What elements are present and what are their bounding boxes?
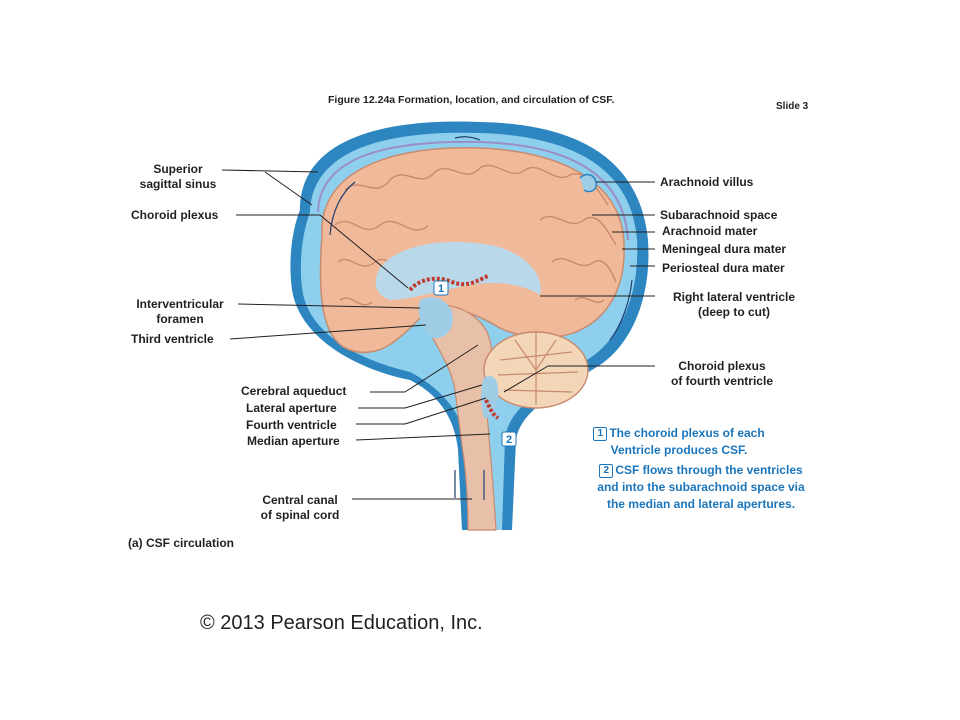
label-cerebral-aqueduct: Cerebral aqueduct — [241, 384, 347, 398]
diagram-marker-1: 1 — [433, 280, 449, 296]
label-choroid-plexus-fourth-ventricle: Choroid plexus of fourth ventricle — [656, 359, 788, 389]
step-1-line-1: The choroid plexus of each — [609, 426, 765, 440]
label-superior-sagittal-sinus-line-1: Superior — [153, 162, 203, 176]
step-1-line-2: Ventricle produces CSF. — [610, 443, 748, 457]
figure-caption: Figure 12.24a Formation, location, and c… — [328, 94, 614, 106]
label-right-lateral-ventricle-line-2: (deep to cut) — [698, 305, 770, 319]
choroid-plexus-fourth — [484, 399, 500, 420]
leader-lines — [221, 169, 655, 500]
label-third-ventricle: Third ventricle — [131, 332, 214, 346]
label-lateral-aperture: Lateral aperture — [246, 401, 337, 415]
label-choroid-plexus-fourth-line-2: of fourth ventricle — [670, 374, 773, 388]
step-2-badge: 2 — [599, 464, 614, 478]
copyright-notice: © 2013 Pearson Education, Inc. — [200, 612, 483, 634]
label-fourth-ventricle: Fourth ventricle — [246, 418, 337, 432]
figure-title: Formation, location, and circulation of … — [398, 94, 615, 106]
label-right-lateral-ventricle: Right lateral ventricle (deep to cut) — [656, 290, 812, 320]
brainstem — [419, 304, 497, 531]
label-interventricular-foramen: Interventricular foramen — [128, 297, 232, 327]
label-periosteal-dura-mater: Periosteal dura mater — [662, 261, 785, 275]
third-ventricle — [418, 297, 453, 339]
fourth-ventricle — [481, 376, 499, 419]
label-right-lateral-ventricle-line-1: Right lateral ventricle — [672, 290, 796, 304]
label-central-canal-line-2: of spinal cord — [260, 508, 340, 522]
lateral-ventricle — [375, 241, 541, 300]
label-superior-sagittal-sinus-line-2: sagittal sinus — [139, 177, 217, 191]
label-choroid-plexus: Choroid plexus — [131, 208, 219, 222]
label-interventricular-foramen-line-1: Interventricular — [136, 297, 224, 311]
cerebellum-folia — [497, 332, 579, 405]
step-2-line-1: CSF flows through the ventricles — [615, 463, 803, 477]
label-interventricular-foramen-line-2: foramen — [156, 312, 204, 326]
step-1-badge: 1 — [593, 427, 608, 441]
choroid-plexus-lateral — [408, 274, 489, 292]
step-2-line-3: the median and lateral apertures. — [606, 497, 796, 511]
label-meningeal-dura-mater: Meningeal dura mater — [662, 242, 787, 256]
gyri-texture — [334, 164, 617, 306]
panel-label: (a) CSF circulation — [128, 536, 235, 550]
slide-label: Slide 3 — [776, 101, 809, 112]
arachnoid-mater-line — [317, 140, 629, 241]
step-2-line-2: and into the subarachnoid space via — [597, 480, 805, 494]
label-central-canal: Central canal of spinal cord — [250, 493, 350, 523]
label-central-canal-line-1: Central canal — [262, 493, 338, 507]
label-median-aperture: Median aperture — [247, 434, 340, 448]
label-choroid-plexus-fourth-line-1: Choroid plexus — [678, 359, 766, 373]
diagram-marker-2-text: 2 — [506, 434, 512, 446]
csf-flow-arrows — [329, 136, 633, 500]
label-superior-sagittal-sinus: Superior sagittal sinus — [130, 162, 226, 192]
diagram-marker-1-text: 1 — [438, 283, 444, 295]
label-arachnoid-mater: Arachnoid mater — [662, 224, 758, 238]
label-subarachnoid-space: Subarachnoid space — [660, 208, 778, 222]
label-arachnoid-villus: Arachnoid villus — [660, 175, 754, 189]
diagram-marker-2: 2 — [501, 431, 517, 447]
figure-number: Figure 12.24a — [328, 94, 396, 106]
